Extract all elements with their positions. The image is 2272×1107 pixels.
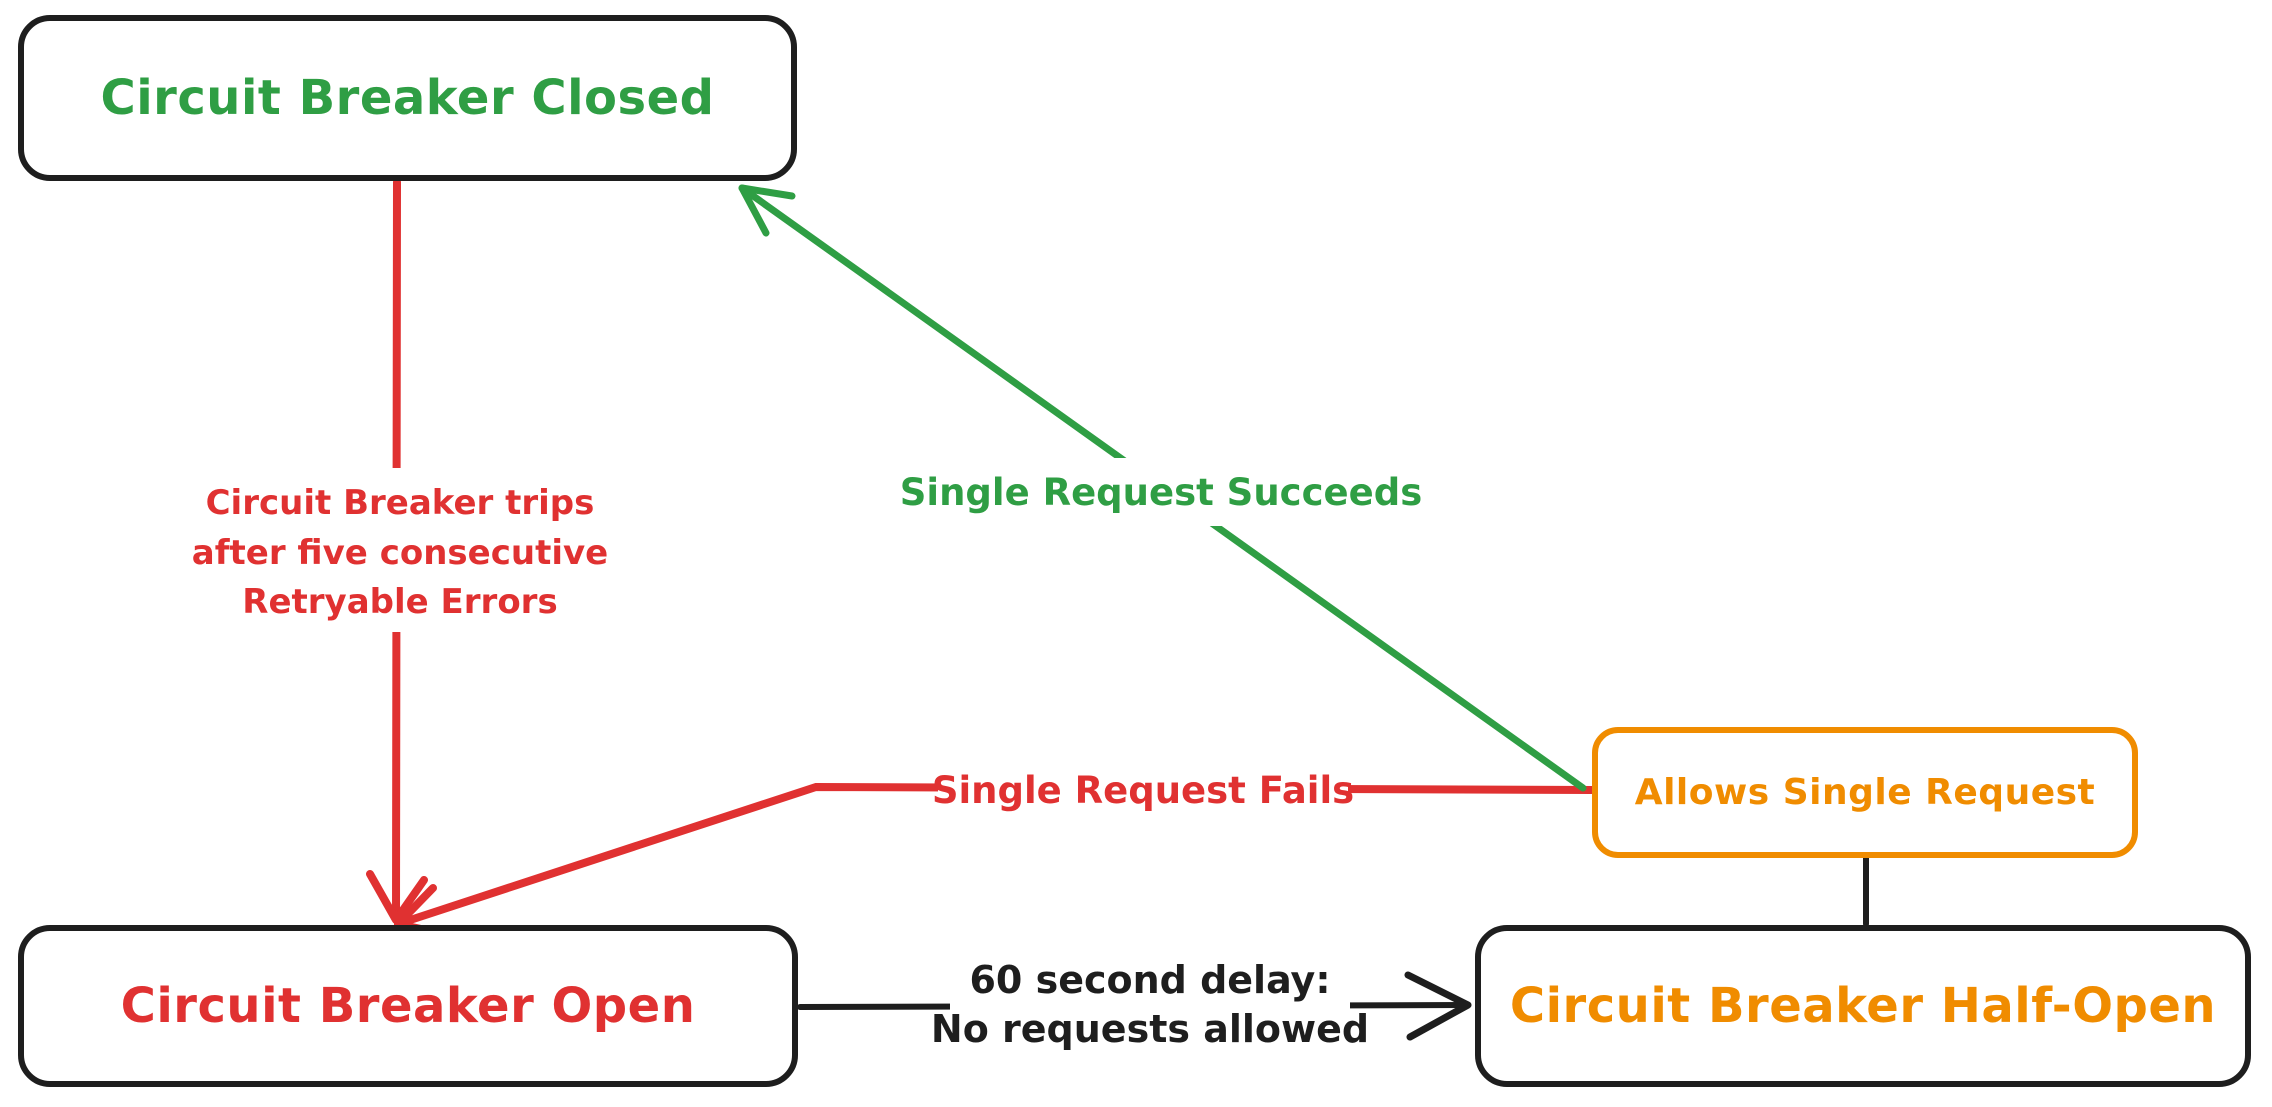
fails-label: Single Request Fails: [932, 769, 1354, 812]
delay-label: 60 second delay: No requests allowed: [931, 958, 1369, 1051]
state-half-open: Circuit Breaker Half-Open: [1475, 925, 2251, 1087]
state-open-label: Circuit Breaker Open: [120, 978, 696, 1034]
fails-label-bg: [938, 756, 1348, 822]
succeeds-label: Single Request Succeeds: [900, 471, 1422, 514]
delay-label-line1: 60 second delay:: [969, 958, 1330, 1002]
delay-label-bg: [950, 950, 1350, 1056]
succeeds-label-bg: [918, 458, 1408, 526]
state-open: Circuit Breaker Open: [18, 925, 798, 1087]
delay-label-line2: No requests allowed: [931, 1007, 1369, 1051]
succeeds-arrowhead-icon: [738, 184, 796, 237]
state-closed-label: Circuit Breaker Closed: [100, 70, 715, 126]
trips-label: Circuit Breaker trips after five consecu…: [192, 483, 608, 622]
trips-label-bg: [182, 468, 620, 632]
trips-arrowhead-icon: [366, 870, 428, 924]
trips-label-line2: after five consecutive: [192, 533, 608, 573]
state-allows-label: Allows Single Request: [1634, 772, 2096, 813]
state-allows-single-request: Allows Single Request: [1592, 727, 2138, 858]
trips-label-line3: Retryable Errors: [242, 582, 557, 622]
delay-arrowhead-icon: [1404, 971, 1472, 1041]
trips-label-line1: Circuit Breaker trips: [206, 483, 595, 523]
state-half-open-label: Circuit Breaker Half-Open: [1509, 978, 2217, 1034]
state-closed: Circuit Breaker Closed: [18, 15, 797, 181]
